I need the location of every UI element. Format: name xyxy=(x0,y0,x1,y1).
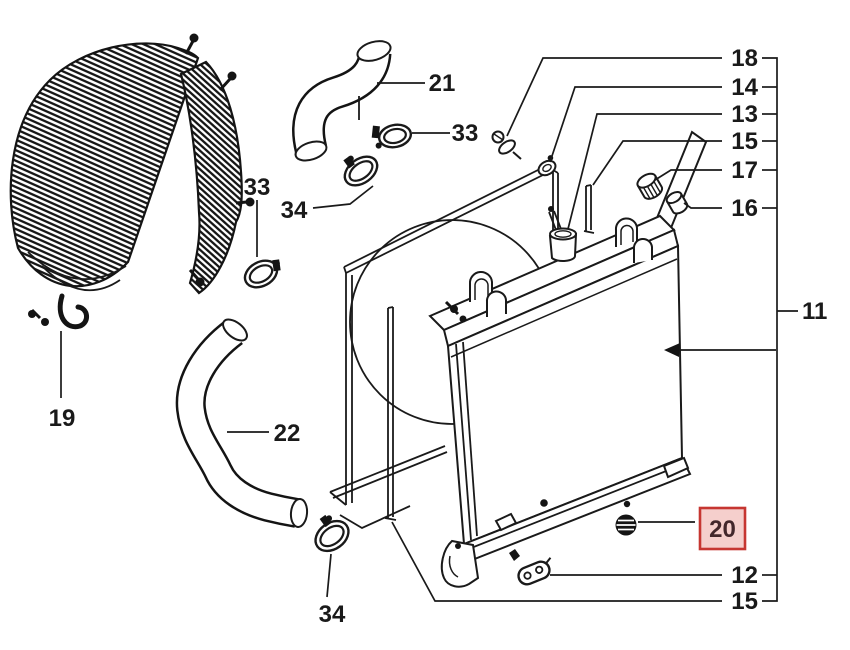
hose-clamp-34-lower xyxy=(314,514,350,553)
plug-17 xyxy=(636,172,664,200)
callout-34-lower[interactable]: 34 xyxy=(319,601,346,628)
hose-clamp-34-upper xyxy=(343,155,379,187)
callout-13[interactable]: 13 xyxy=(731,101,758,128)
clamp-14 xyxy=(537,155,557,177)
plug-16 xyxy=(665,190,689,215)
filler-neck xyxy=(548,206,578,262)
callout-21[interactable]: 21 xyxy=(429,70,456,97)
callout-14[interactable]: 14 xyxy=(731,74,758,101)
fan-shroud-drawing xyxy=(329,163,559,530)
callout-11[interactable]: 11 xyxy=(802,298,827,325)
fan-guard-drawing xyxy=(9,33,255,330)
tank-hook xyxy=(614,217,638,247)
callout-15-lower[interactable]: 15 xyxy=(731,588,758,615)
highlight-box[interactable] xyxy=(698,506,747,551)
radiator-drawing xyxy=(428,130,708,588)
seal-strip-upper xyxy=(583,184,595,234)
group-bracket xyxy=(762,57,798,602)
lower-hose-drawing xyxy=(175,318,309,528)
callout-22[interactable]: 22 xyxy=(274,420,301,447)
upper-hose-drawing xyxy=(292,40,392,162)
callout-15-upper[interactable]: 15 xyxy=(731,128,758,155)
bolt-18 xyxy=(491,130,522,160)
callout-34-upper[interactable]: 34 xyxy=(281,197,308,224)
radiator-foot xyxy=(440,539,480,588)
callout-17[interactable]: 17 xyxy=(731,157,758,184)
hose-clamp-33-left xyxy=(243,259,281,289)
callout-33-upper[interactable]: 33 xyxy=(452,120,479,147)
guard-mount-stubs xyxy=(28,33,255,326)
leader-lines xyxy=(60,57,776,602)
callout-20-highlighted[interactable]: 20 xyxy=(709,516,736,543)
drain-plug-20 xyxy=(615,500,637,536)
callout-19[interactable]: 19 xyxy=(49,405,76,432)
callout-33-left[interactable]: 33 xyxy=(244,174,271,201)
callout-18[interactable]: 18 xyxy=(731,45,758,72)
clip-12 xyxy=(517,557,552,586)
hose-clamp-33-upper xyxy=(371,123,413,149)
callout-12[interactable]: 12 xyxy=(731,562,758,589)
callout-16[interactable]: 16 xyxy=(731,195,758,222)
seal-strip-lower xyxy=(384,306,397,521)
